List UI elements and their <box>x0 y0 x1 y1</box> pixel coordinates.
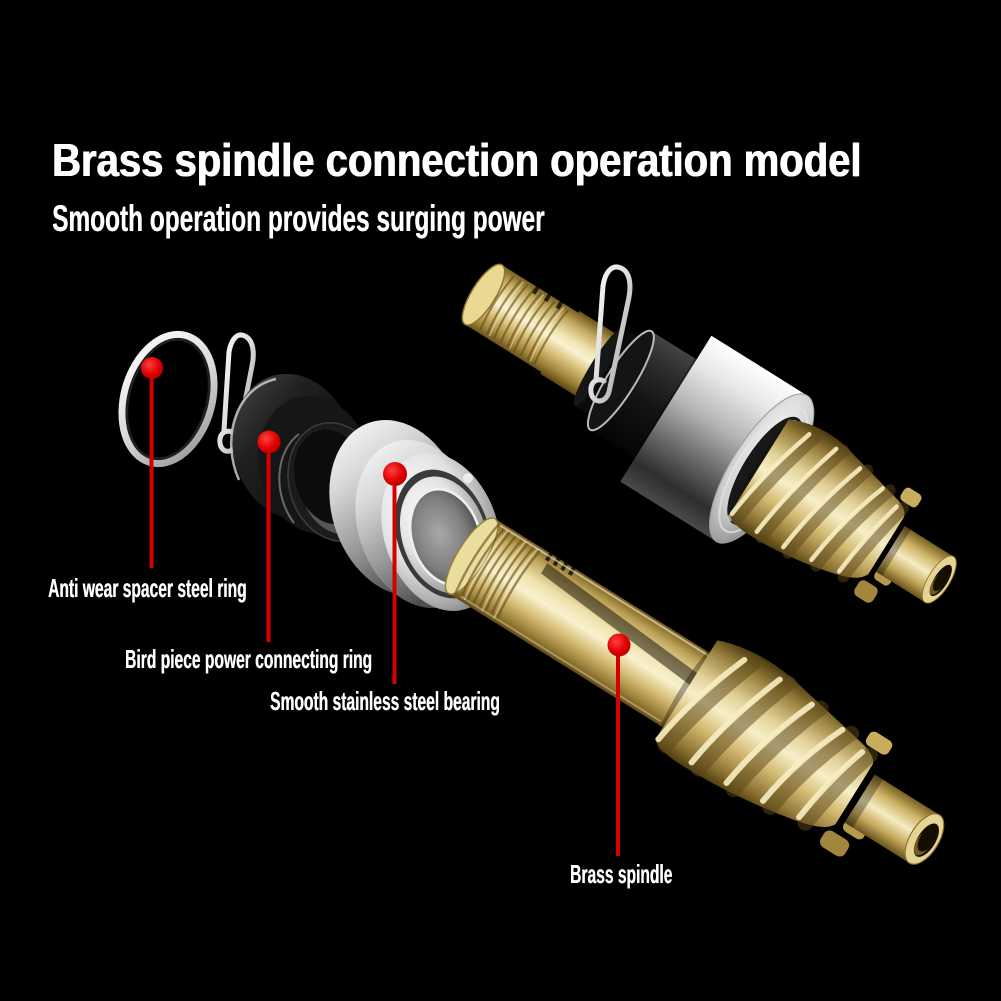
page-subtitle-text: Smooth operation provides surging power <box>52 198 545 239</box>
callout-label-connecting-ring: Bird piece power connecting ring <box>125 644 373 674</box>
assembled-spindle-graphic <box>461 263 994 658</box>
callout-label-bearing: Smooth stainless steel bearing <box>270 686 500 716</box>
brass-spindle-graphic <box>444 517 973 903</box>
page-title-text: Brass spindle connection operation model <box>52 134 862 186</box>
callout-dot-brass-spindle <box>607 633 631 657</box>
page-title: Brass spindle connection operation model <box>52 137 982 183</box>
assembly-snap-clip-graphic <box>588 264 633 404</box>
callout-dots <box>141 357 631 657</box>
callout-label-brass-spindle: Brass spindle <box>570 859 673 889</box>
callout-label-spacer-ring: Anti wear spacer steel ring <box>48 573 247 603</box>
page-subtitle: Smooth operation provides surging power <box>52 200 798 237</box>
snap-clip-graphic <box>217 332 256 454</box>
callout-dot-spacer-ring <box>141 357 163 379</box>
callout-markers <box>149 378 620 856</box>
callout-dot-bearing <box>383 462 407 486</box>
callout-dot-connecting-ring <box>257 430 281 454</box>
